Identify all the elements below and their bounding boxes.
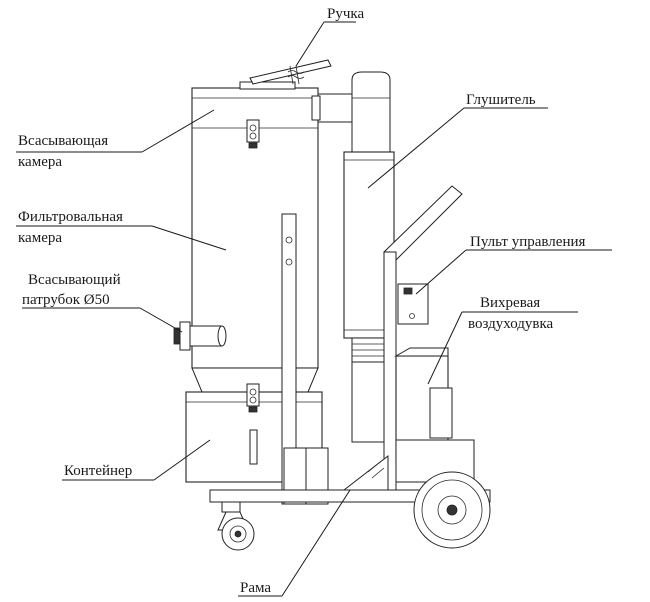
label-frame: Рама xyxy=(240,580,271,596)
label-muffler: Глушитель xyxy=(466,92,536,108)
container-latch xyxy=(246,383,260,465)
label-blower-line2: воздуходувка xyxy=(468,316,554,332)
handle-part xyxy=(249,59,332,85)
label-filter-chamber-line1: Фильтровальная xyxy=(18,209,123,225)
leader-lines xyxy=(16,21,612,597)
connecting-pipe xyxy=(311,71,391,153)
label-blower-line1: Вихревая xyxy=(480,295,540,311)
label-handle: Ручка xyxy=(327,6,364,22)
label-suction-pipe-line1: Всасывающий xyxy=(28,272,121,288)
label-container: Контейнер xyxy=(64,463,132,479)
lid-rim xyxy=(239,81,296,90)
control-panel-box xyxy=(397,283,429,325)
label-suction-chamber-line2: камера xyxy=(18,154,62,170)
label-suction-chamber-line1: Всасывающая xyxy=(18,133,108,149)
rear-wheel xyxy=(413,471,491,549)
upper-latch xyxy=(246,119,260,149)
label-suction-pipe-line2: патрубок Ø50 xyxy=(22,292,110,308)
caster-wheel xyxy=(217,501,255,551)
suction-pipe xyxy=(173,321,227,351)
label-filter-chamber-line2: камера xyxy=(18,230,62,246)
muffler-lower-pipe xyxy=(351,361,385,443)
label-control-panel: Пульт управления xyxy=(470,234,586,250)
